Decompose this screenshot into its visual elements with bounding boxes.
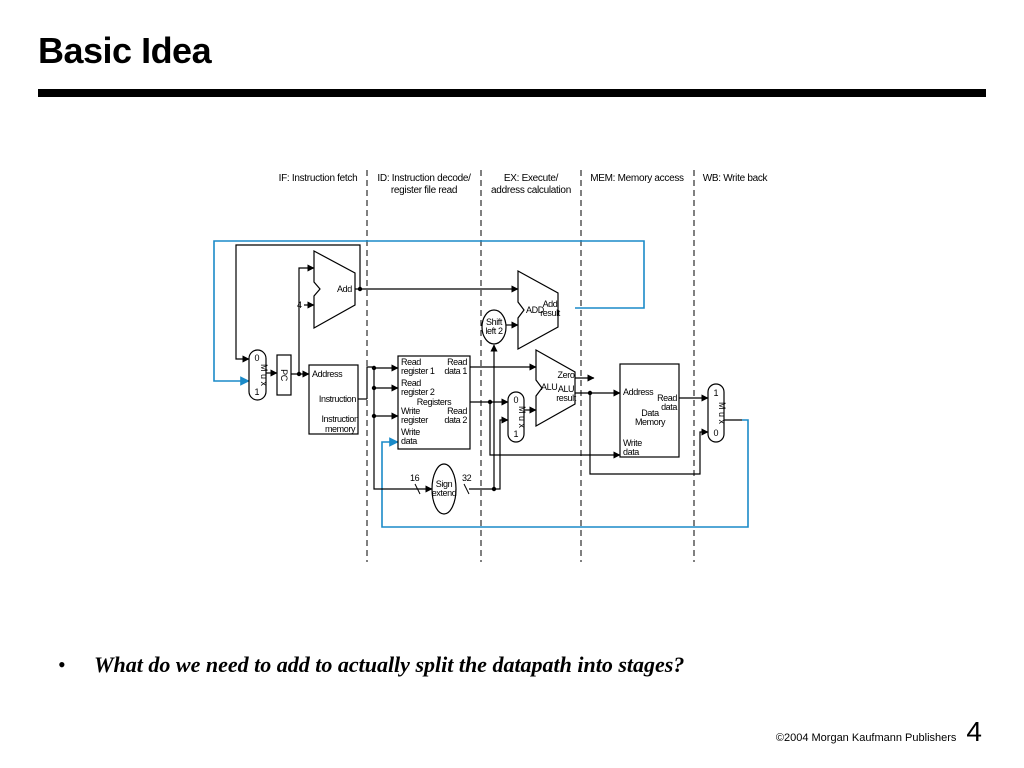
- svg-text:Address: Address: [623, 387, 654, 397]
- svg-text:data: data: [661, 402, 677, 412]
- pc-adder: [313, 249, 356, 330]
- svg-text:Sign: Sign: [436, 479, 453, 489]
- svg-text:data: data: [401, 436, 417, 446]
- svg-text:1: 1: [513, 429, 518, 439]
- svg-text:register 1: register 1: [401, 366, 435, 376]
- svg-text:data: data: [623, 447, 639, 457]
- svg-text:0: 0: [713, 428, 718, 438]
- shift-left-2-unit: [481, 309, 507, 345]
- svg-text:0: 0: [513, 395, 518, 405]
- bus-width-16: 16: [410, 473, 420, 483]
- svg-text:Instruction: Instruction: [321, 414, 359, 424]
- svg-text:Add: Add: [543, 299, 558, 309]
- svg-text:Read: Read: [447, 406, 467, 416]
- pc-register: [276, 354, 292, 396]
- stage-label-ex-sub: address calculation: [491, 185, 571, 196]
- register-file: [397, 355, 471, 450]
- svg-text:result: result: [540, 308, 561, 318]
- svg-text:M u x: M u x: [517, 406, 527, 429]
- svg-text:M u x: M u x: [717, 402, 727, 425]
- svg-text:left 2: left 2: [485, 326, 503, 336]
- svg-text:1: 1: [254, 387, 259, 397]
- bullet-text: What do we need to add to actually split…: [94, 652, 685, 677]
- svg-text:Read: Read: [447, 357, 467, 367]
- svg-text:Read: Read: [401, 378, 421, 388]
- writeback-feedback-path: [381, 419, 749, 528]
- svg-text:0: 0: [254, 353, 259, 363]
- svg-text:Memory: Memory: [635, 417, 666, 427]
- stage-label-mem: MEM: Memory access: [590, 173, 684, 184]
- svg-text:extend: extend: [432, 488, 457, 498]
- svg-text:1: 1: [713, 388, 718, 398]
- svg-text:Data: Data: [641, 408, 659, 418]
- svg-text:Address: Address: [312, 369, 343, 379]
- title-rule: [38, 89, 986, 97]
- alu-mux: [507, 391, 525, 443]
- alu: [535, 348, 576, 428]
- stage-label-id-sub: register file read: [391, 185, 457, 196]
- svg-text:register: register: [401, 415, 428, 425]
- svg-text:Registers: Registers: [417, 397, 452, 407]
- slide-title: Basic Idea: [38, 30, 212, 71]
- svg-text:Write: Write: [401, 427, 420, 437]
- pc-adder-label: Add: [337, 284, 352, 294]
- slide-footer: ©2004 Morgan Kaufmann Publishers 4: [776, 716, 982, 748]
- svg-text:Write: Write: [623, 438, 642, 448]
- bullet-symbol: •: [58, 652, 66, 677]
- sign-extend-unit: [431, 463, 457, 515]
- pc-mux: [248, 349, 267, 401]
- stage-label-id: ID: Instruction decode/: [377, 173, 471, 184]
- instruction-memory: [308, 364, 359, 435]
- svg-text:memory: memory: [325, 424, 356, 434]
- svg-text:ALU: ALU: [558, 384, 574, 394]
- svg-text:ALU: ALU: [541, 382, 557, 392]
- svg-text:Write: Write: [401, 406, 420, 416]
- svg-text:Read: Read: [657, 393, 677, 403]
- svg-text:Zero: Zero: [558, 370, 575, 380]
- svg-text:register 2: register 2: [401, 387, 435, 397]
- stage-label-wb: WB: Write back: [703, 173, 769, 184]
- svg-text:Instruction: Instruction: [319, 394, 357, 404]
- copyright-text: ©2004 Morgan Kaufmann Publishers: [775, 732, 957, 744]
- page-number: 4: [966, 716, 982, 747]
- svg-text:Read: Read: [401, 357, 421, 367]
- writeback-mux: [707, 383, 725, 443]
- bullet-item: • What do we need to add to actually spl…: [58, 652, 684, 678]
- branch-feedback-path: [213, 240, 645, 386]
- svg-text:data 2: data 2: [444, 415, 467, 425]
- stage-label-if: IF: Instruction fetch: [279, 173, 358, 184]
- svg-text:result: result: [556, 393, 577, 403]
- bus-width-32: 32: [462, 473, 472, 483]
- stage-label-ex: EX: Execute/: [504, 173, 559, 184]
- svg-text:Shift: Shift: [486, 317, 503, 327]
- branch-adder: [517, 269, 559, 351]
- svg-text:data 1: data 1: [444, 366, 467, 376]
- data-memory: [619, 363, 680, 458]
- svg-text:ADD: ADD: [526, 305, 545, 315]
- constant-four: 4: [297, 300, 302, 310]
- svg-text:M u x: M u x: [259, 364, 269, 387]
- pc-label: PC: [279, 369, 289, 382]
